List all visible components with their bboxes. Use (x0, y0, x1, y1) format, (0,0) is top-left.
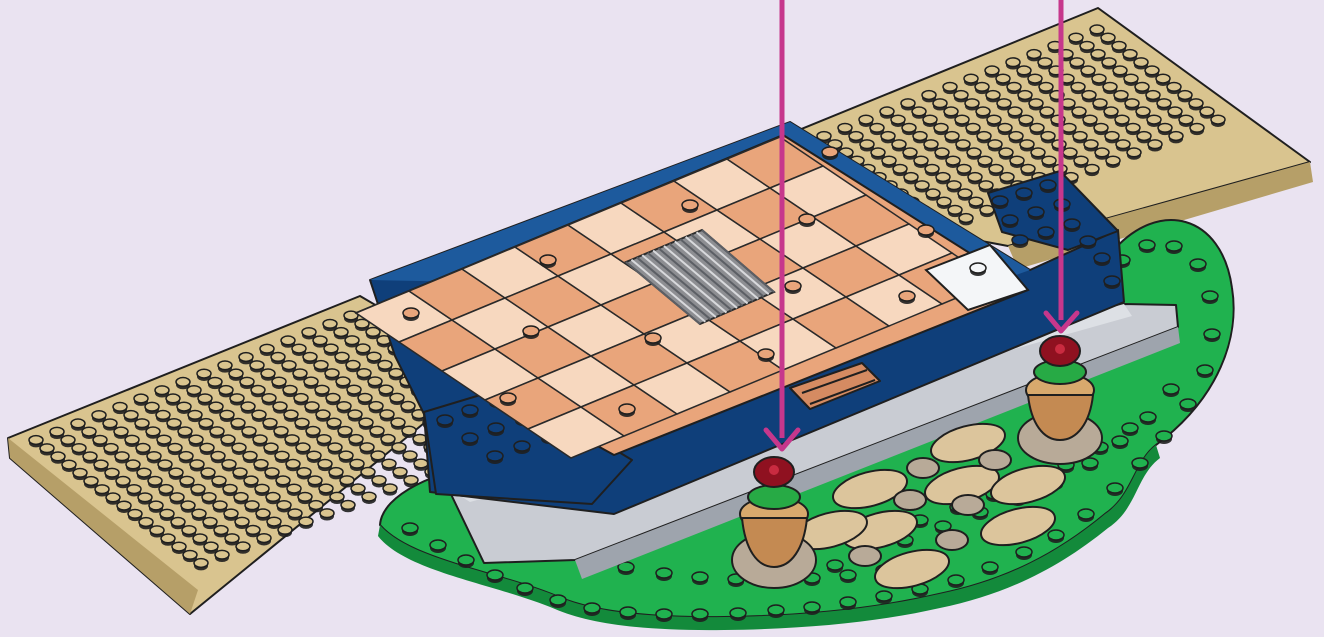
stud (236, 542, 250, 554)
stud (1127, 148, 1141, 160)
stud (1012, 235, 1028, 248)
stud (194, 559, 208, 571)
stud (822, 147, 838, 160)
round-stone (907, 458, 939, 478)
stud (1122, 423, 1138, 436)
stud (462, 433, 478, 446)
stud (517, 583, 533, 596)
stud (257, 534, 271, 546)
stud (362, 492, 376, 504)
stud (341, 501, 355, 513)
stud (692, 572, 708, 585)
stud (1132, 458, 1148, 471)
stud (804, 602, 820, 615)
stud (514, 441, 530, 454)
stud (1085, 164, 1099, 176)
stud (982, 562, 998, 575)
stud (487, 451, 503, 464)
stud (1211, 115, 1225, 127)
stud (840, 570, 856, 583)
stud (1104, 276, 1120, 289)
stud (918, 225, 934, 238)
stud (618, 562, 634, 575)
stud (383, 484, 397, 496)
stud (682, 200, 698, 213)
stud (656, 609, 672, 622)
stud (1180, 399, 1196, 412)
stud (899, 291, 915, 304)
stud (500, 393, 516, 406)
stud (1038, 227, 1054, 240)
stud (584, 603, 600, 616)
stud (1204, 329, 1220, 342)
stud (876, 591, 892, 604)
stud (1094, 253, 1110, 266)
stud (948, 575, 964, 588)
stud (1064, 219, 1080, 232)
stud (437, 415, 453, 428)
stud (1080, 236, 1096, 249)
stud (215, 550, 229, 562)
stud (619, 404, 635, 417)
stud (402, 523, 418, 536)
stud (840, 597, 856, 610)
stud (1139, 240, 1155, 253)
stud (403, 308, 419, 321)
stud (1028, 207, 1044, 220)
stud (1140, 412, 1156, 425)
stud (1107, 483, 1123, 496)
stud (1016, 188, 1032, 201)
round-stone (894, 490, 926, 510)
stud (462, 405, 478, 418)
round-stone (952, 495, 984, 515)
stud (827, 560, 843, 573)
stud (1197, 365, 1213, 378)
stud (992, 196, 1008, 209)
stud (550, 595, 566, 608)
stud (1040, 180, 1056, 193)
stud (959, 214, 973, 226)
stud (1166, 241, 1182, 254)
round-stone (979, 450, 1011, 470)
round-stone (936, 530, 968, 550)
stud (1163, 384, 1179, 397)
stud (758, 349, 774, 362)
stud (278, 525, 292, 537)
stud (970, 263, 986, 276)
stud (1202, 291, 1218, 304)
stud (799, 214, 815, 227)
stud (1048, 530, 1064, 543)
stud (458, 555, 474, 568)
stud (299, 517, 313, 529)
stud (730, 608, 746, 621)
stud (785, 281, 801, 294)
stud (430, 540, 446, 553)
stud (1190, 259, 1206, 272)
stud (488, 423, 504, 436)
stud (1190, 123, 1204, 135)
stud (1156, 431, 1172, 444)
stud (980, 205, 994, 217)
stud (768, 605, 784, 618)
stud (656, 568, 672, 581)
round-stone (849, 546, 881, 566)
stud (540, 255, 556, 268)
stud (1169, 132, 1183, 144)
stud (523, 326, 539, 339)
stud (645, 333, 661, 346)
stud (1002, 215, 1018, 228)
stud (692, 609, 708, 622)
stud (320, 509, 334, 521)
stud (1106, 156, 1120, 168)
stud (1148, 140, 1162, 152)
stud (1112, 436, 1128, 449)
stud (1016, 547, 1032, 560)
stud (620, 607, 636, 620)
stud (487, 570, 503, 583)
stud (1078, 509, 1094, 522)
